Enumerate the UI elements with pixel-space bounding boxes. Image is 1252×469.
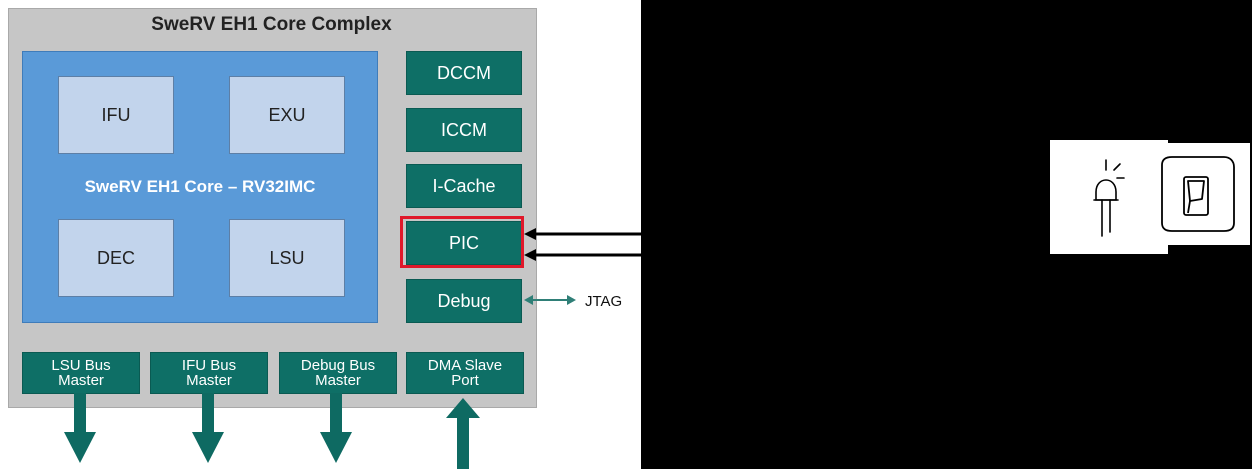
jtag-double-arrow xyxy=(524,295,576,305)
core-complex-title: SweRV EH1 Core Complex xyxy=(151,14,392,35)
led-icon xyxy=(1093,159,1125,237)
bus-down-arrows xyxy=(64,393,480,469)
block-iccm: ICCM xyxy=(406,108,522,152)
block-pic: PIC xyxy=(406,221,522,265)
lsu-down-arrow xyxy=(64,393,96,463)
bus-dma-line1: DMA Slave xyxy=(427,357,503,374)
bus-dma-slave-port: DMA Slave Port xyxy=(406,352,524,394)
bus-ifu-line2: Master xyxy=(186,372,232,389)
block-icache: I-Cache xyxy=(406,164,522,208)
core-label: SweRV EH1 Core – RV32IMC xyxy=(84,177,316,196)
bus-lsu-line1: LSU Bus xyxy=(51,357,111,374)
bus-debug-line2: Master xyxy=(315,372,361,389)
unit-ifu: IFU xyxy=(58,76,174,154)
unit-exu: EXU xyxy=(229,76,345,154)
bus-lsu-master: LSU Bus Master xyxy=(22,352,140,394)
jtag-label: JTAG xyxy=(585,293,623,310)
pic-highlight-frame xyxy=(400,216,524,268)
switch-panel xyxy=(1148,143,1250,245)
bus-debug-master: Debug Bus Master xyxy=(279,352,397,394)
ifu-down-arrow xyxy=(192,393,224,463)
bus-ifu-line1: IFU Bus xyxy=(181,357,237,374)
switch-icon xyxy=(1161,156,1235,232)
bus-ifu-master: IFU Bus Master xyxy=(150,352,268,394)
bus-lsu-line2: Master xyxy=(58,372,104,389)
unit-lsu: LSU xyxy=(229,219,345,297)
bus-debug-line1: Debug Bus xyxy=(300,357,376,374)
block-dccm: DCCM xyxy=(406,51,522,95)
dma-up-arrow xyxy=(446,398,480,469)
bus-dma-line2: Port xyxy=(451,372,479,389)
unit-dec: DEC xyxy=(58,219,174,297)
debug-down-arrow xyxy=(320,393,352,463)
block-debug: Debug xyxy=(406,279,522,323)
pic-input-arrows xyxy=(524,228,641,261)
